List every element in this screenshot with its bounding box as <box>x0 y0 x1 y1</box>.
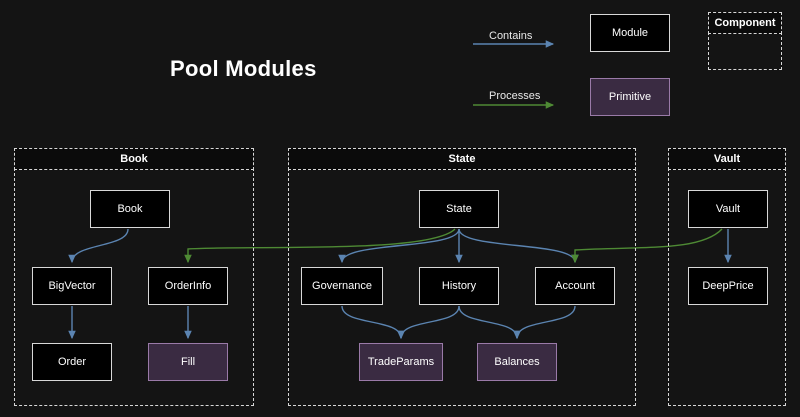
node-book[interactable]: Book <box>90 190 170 228</box>
node-label-deepprice: DeepPrice <box>702 280 754 292</box>
node-fill[interactable]: Fill <box>148 343 228 381</box>
node-governance[interactable]: Governance <box>301 267 383 305</box>
component-label-state: State <box>448 153 476 165</box>
node-label-state: State <box>446 203 472 215</box>
legend-component-header: Component <box>708 12 782 34</box>
node-history[interactable]: History <box>419 267 499 305</box>
node-deepprice[interactable]: DeepPrice <box>688 267 768 305</box>
legend-component-label: Component <box>714 17 776 29</box>
component-label-book: Book <box>120 153 148 165</box>
node-tradeparams[interactable]: TradeParams <box>359 343 443 381</box>
node-label-book: Book <box>117 203 143 215</box>
node-label-vault: Vault <box>715 203 741 215</box>
node-label-fill: Fill <box>180 356 196 368</box>
node-vault[interactable]: Vault <box>688 190 768 228</box>
component-header-state: State <box>288 148 636 170</box>
node-order[interactable]: Order <box>32 343 112 381</box>
node-balances[interactable]: Balances <box>477 343 557 381</box>
legend-module-box: Module <box>590 14 670 52</box>
node-orderinfo[interactable]: OrderInfo <box>148 267 228 305</box>
legend-processes-label: Processes <box>489 90 541 102</box>
node-label-bigvector: BigVector <box>48 280 96 292</box>
node-label-orderinfo: OrderInfo <box>164 280 212 292</box>
legend-primitive-box: Primitive <box>590 78 670 116</box>
legend-module-label: Module <box>611 27 649 39</box>
component-header-book: Book <box>14 148 254 170</box>
component-header-vault: Vault <box>668 148 786 170</box>
legend-contains-label: Contains <box>489 30 533 42</box>
node-account[interactable]: Account <box>535 267 615 305</box>
node-label-history: History <box>441 280 477 292</box>
node-label-tradeparams: TradeParams <box>367 356 435 368</box>
node-label-order: Order <box>57 356 87 368</box>
component-label-vault: Vault <box>713 153 741 165</box>
node-state[interactable]: State <box>419 190 499 228</box>
node-label-governance: Governance <box>312 280 372 292</box>
legend-primitive-label: Primitive <box>608 91 652 103</box>
page-title: Pool Modules <box>170 56 317 81</box>
node-label-balances: Balances <box>494 356 540 368</box>
node-bigvector[interactable]: BigVector <box>32 267 112 305</box>
node-label-account: Account <box>555 280 595 292</box>
